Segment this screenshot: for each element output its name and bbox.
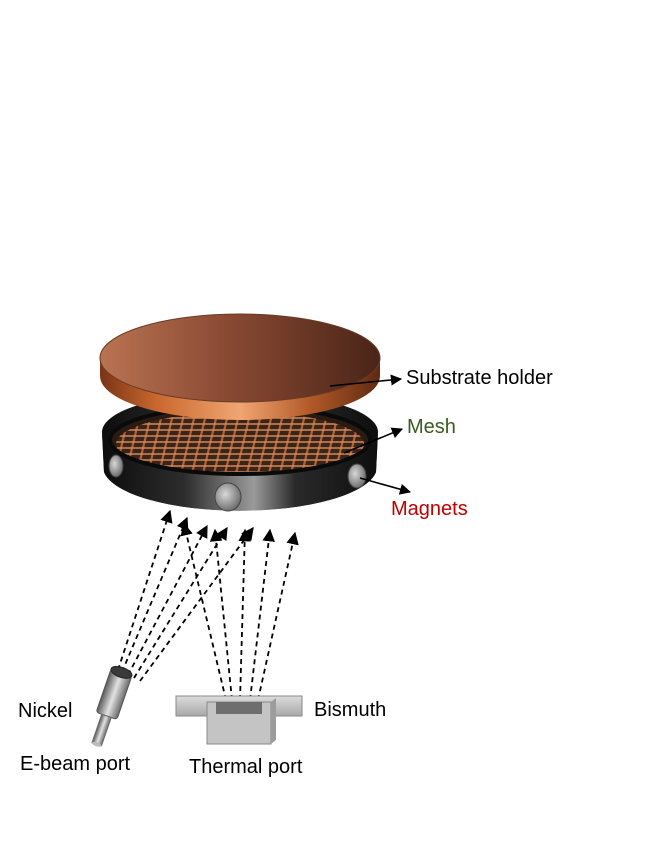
ebeam-nozzle	[91, 665, 133, 747]
magnets-label: Magnets	[391, 498, 468, 520]
mesh-arrow	[343, 427, 404, 454]
vapor-flux-arrows	[117, 509, 299, 701]
mesh-wire	[378, 410, 394, 478]
substrate-arrow	[329, 374, 403, 387]
bismuth-label: Bismuth	[314, 699, 387, 721]
ebeam-port-label: E-beam port	[20, 753, 131, 775]
nickel-label: Nickel	[18, 700, 73, 722]
label-arrows	[329, 374, 412, 495]
thermal-boat	[175, 695, 303, 745]
mesh-label: Mesh	[407, 416, 456, 438]
magnet	[214, 482, 242, 512]
substrate-holder-label: Substrate holder	[406, 367, 553, 389]
magnet	[108, 454, 124, 478]
magnets-arrow	[359, 477, 412, 495]
magnet	[347, 463, 367, 489]
substrate-holder-disc	[99, 313, 381, 420]
thermal-port-label: Thermal port	[189, 756, 303, 778]
mesh-ring	[102, 392, 394, 512]
